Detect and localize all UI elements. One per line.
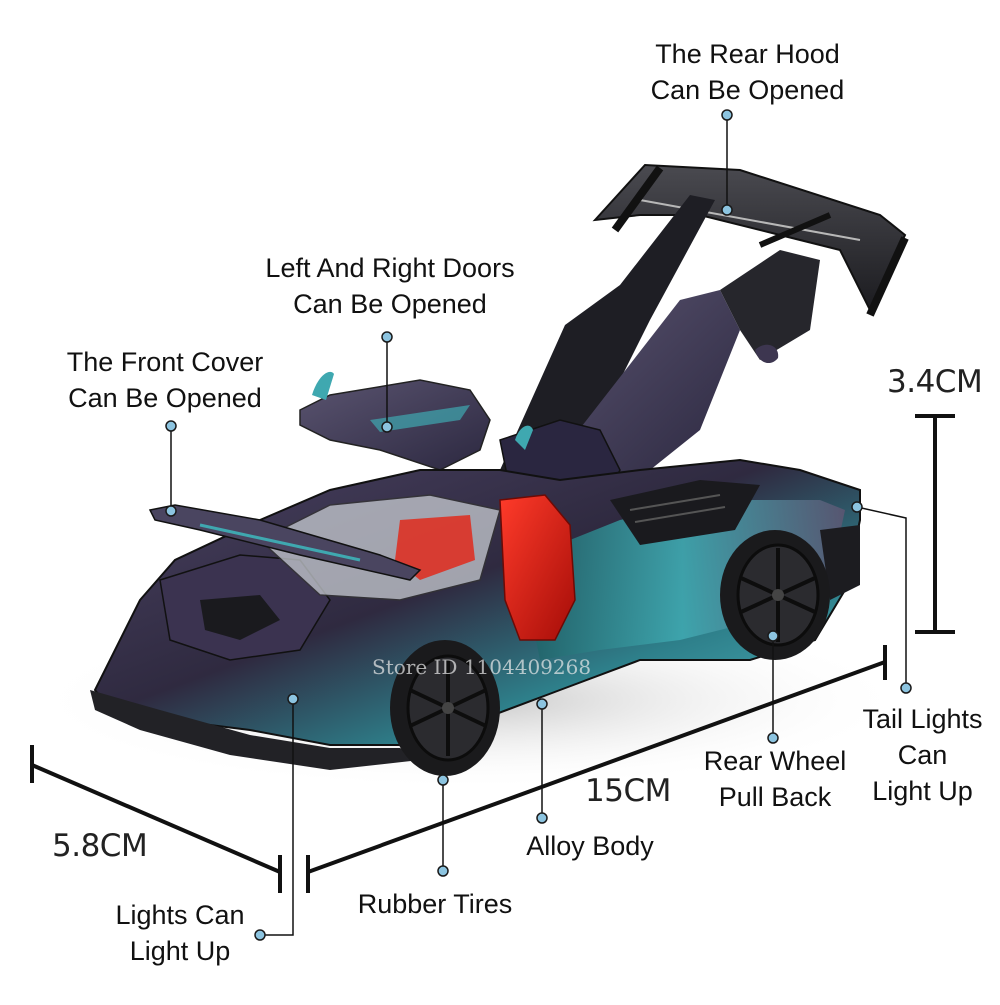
callout-rubber-tires-label: Rubber Tires [357,889,513,919]
callout-dot-lights [287,693,299,705]
height-dimension-line [915,414,955,634]
callout-leaders [170,115,907,936]
callout-doors-label: Left And Right Doors Can Be Opened [265,253,515,319]
callout-dot-rear-wheel [767,630,779,642]
callout-dot-rubber-tires [437,774,449,786]
height-dimension-label: 3.4CM [887,364,983,400]
front-wheel [390,640,500,776]
callout-lights-label: Lights Can Light Up [115,900,245,966]
callout-front-cover-label: The Front Cover Can Be Opened [66,347,264,413]
callout-dot-front-cover-top [165,420,177,432]
width-dimension-line [30,745,282,893]
callout-dot-lights-end [254,929,266,941]
callout-dot-rear-hood [721,204,733,216]
left-door-open [299,371,491,471]
callout-dot-doors [381,421,393,433]
dimension-lines [30,414,955,893]
callout-dot-tail-lights [851,501,863,513]
length-dimension-line [306,645,887,893]
callout-rear-wheel-label: Rear Wheel Pull Back [703,746,847,812]
rear-wheel [720,530,830,660]
callout-dot-tail-lights-end [900,682,912,694]
callout-alloy-body-label: Alloy Body [526,831,654,861]
callout-dot-doors-top [381,331,393,343]
front-cover-open [148,504,422,581]
callout-dot-rear-wheel-end [767,732,779,744]
callout-dot-alloy-body-end [536,812,548,824]
store-watermark: Store ID 1104409268 [372,655,592,679]
callout-dot-rubber-tires-end [437,865,449,877]
callout-tail-lights-label: Tail Lights Can Light Up [862,704,983,806]
callout-dot-rear-hood-top [721,109,733,121]
callout-dot-alloy-body [536,698,548,710]
width-dimension-label: 5.8CM [52,828,148,864]
callout-dots [165,109,912,941]
length-dimension-label: 15CM [585,773,671,809]
callout-rear-hood-label: The Rear Hood Can Be Opened [650,39,845,105]
callout-dot-front-cover [165,505,177,517]
